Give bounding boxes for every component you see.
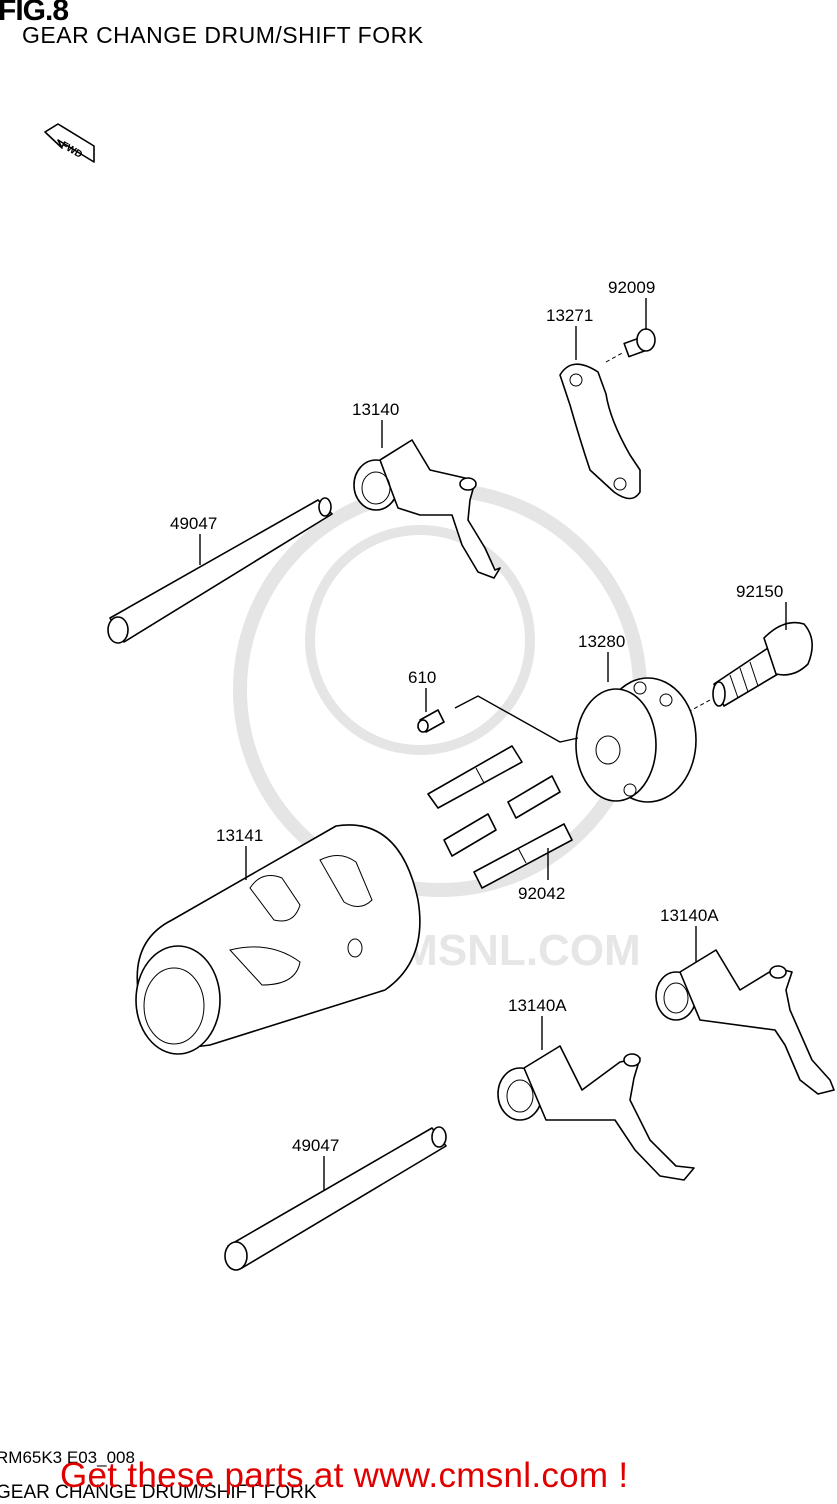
part-13280-cam <box>575 677 697 803</box>
drawing-code: RM65K3 E03_008 <box>0 1448 135 1467</box>
label-13271: 13271 <box>546 306 593 325</box>
page-title: GEAR CHANGE DRUM/SHIFT FORK <box>22 22 424 48</box>
label-13280: 13280 <box>578 632 625 651</box>
cam-connector-line <box>454 695 579 743</box>
label-49047-top: 49047 <box>170 514 217 533</box>
label-13140: 13140 <box>352 400 399 419</box>
part-49047-shaft-bottom <box>224 1126 447 1271</box>
forward-arrow-icon: FWD <box>44 123 95 163</box>
label-49047-bottom: 49047 <box>292 1136 339 1155</box>
label-92009: 92009 <box>608 278 655 297</box>
part-13140A-fork-center <box>497 1045 695 1181</box>
figure-number: FIG.8 <box>0 0 69 27</box>
label-610: 610 <box>408 668 436 687</box>
label-92150: 92150 <box>736 582 783 601</box>
label-92042: 92042 <box>518 884 565 903</box>
part-92042-pins <box>427 745 573 889</box>
leader-lines <box>199 298 787 1190</box>
part-13140A-fork-right <box>655 949 835 1095</box>
part-13140-fork <box>353 439 501 579</box>
part-13271-plate <box>559 363 641 500</box>
part-92150-bolt <box>687 621 813 713</box>
part-13141-drum <box>135 824 421 1055</box>
label-13141: 13141 <box>216 826 263 845</box>
part-49047-shaft-top <box>107 497 333 644</box>
footer-title: GEAR CHANGE DRUM/SHIFT FORK <box>0 1482 317 1503</box>
promo-link[interactable]: Get these parts at www.cmsnl.com ! <box>60 1456 629 1495</box>
part-92009-screw <box>605 328 656 363</box>
part-610-pin <box>417 709 445 733</box>
label-13140A-center: 13140A <box>508 996 567 1015</box>
label-13140A-right: 13140A <box>660 906 719 925</box>
